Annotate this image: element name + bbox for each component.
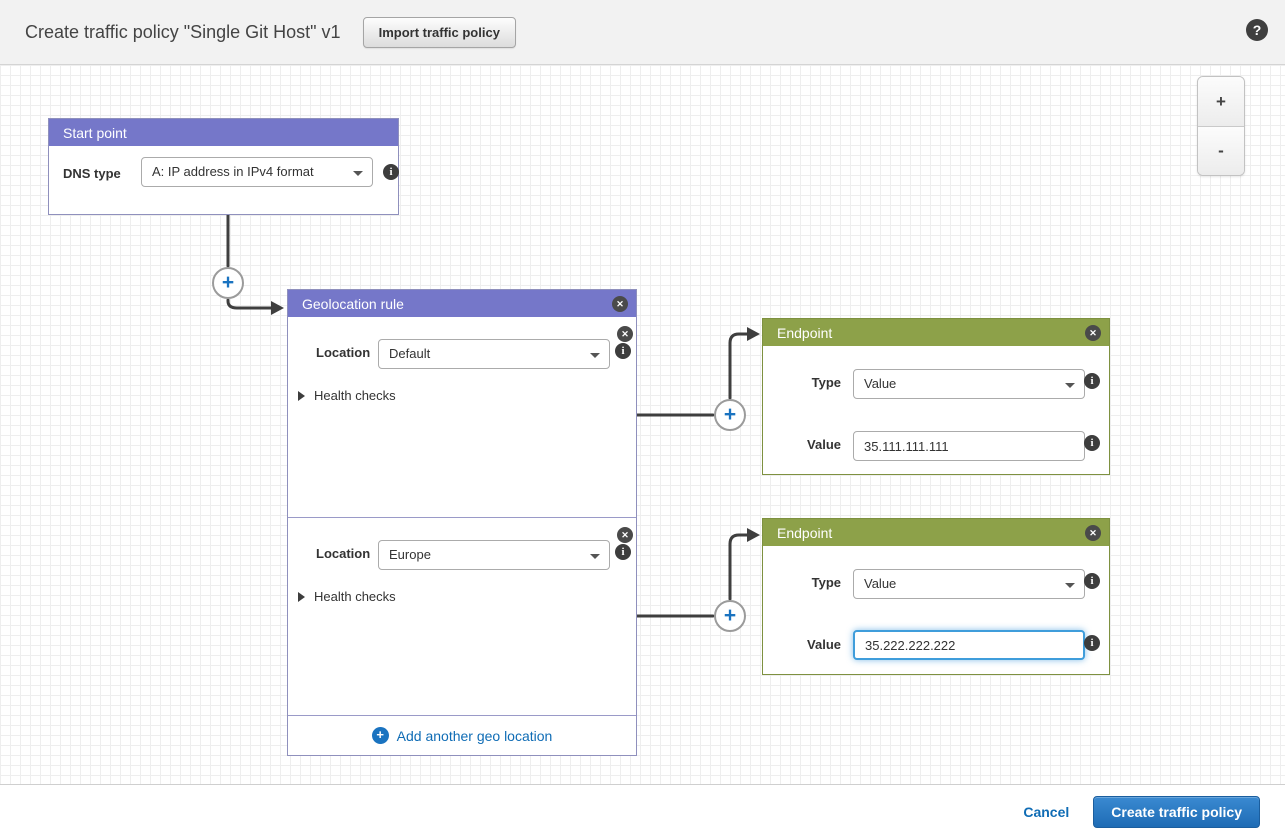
type-selected: Value xyxy=(864,376,897,391)
arrowhead-endpoint1 xyxy=(747,327,760,341)
close-icon[interactable]: ✕ xyxy=(1085,524,1101,541)
endpoint-type-dropdown[interactable]: Value xyxy=(853,569,1085,599)
page-title: Create traffic policy "Single Git Host" … xyxy=(25,21,341,42)
health-checks-toggle[interactable]: Health checks xyxy=(298,589,396,604)
health-checks-label: Health checks xyxy=(314,388,396,403)
value-info-icon[interactable]: i xyxy=(1084,635,1100,651)
endpoint-value-input[interactable] xyxy=(853,431,1085,461)
import-traffic-policy-button[interactable]: Import traffic policy xyxy=(362,16,516,48)
close-icon[interactable]: ✕ xyxy=(617,527,633,543)
location-info-icon[interactable]: i xyxy=(615,343,631,359)
connector-to-georule xyxy=(226,298,273,310)
start-point-header: Start point xyxy=(49,119,398,146)
type-info-icon[interactable]: i xyxy=(1084,573,1100,589)
connector-to-endpoint2 xyxy=(728,533,749,601)
location-dropdown[interactable]: Default xyxy=(378,339,610,369)
endpoint-box-1: Endpoint ✕ Type Value i Value i xyxy=(762,318,1110,475)
start-point-title: Start point xyxy=(63,124,127,141)
close-icon[interactable]: ✕ xyxy=(617,326,633,342)
location-dropdown[interactable]: Europe xyxy=(378,540,610,570)
endpoint-title: Endpoint xyxy=(777,524,833,541)
policy-canvas: + - Start point DNS type A: IP address i… xyxy=(0,65,1285,785)
chevron-down-icon xyxy=(590,554,600,559)
dns-type-info-icon[interactable]: i xyxy=(383,164,399,180)
location-selected: Default xyxy=(389,346,431,361)
health-checks-toggle[interactable]: Health checks xyxy=(298,388,396,403)
dns-type-label: DNS type xyxy=(63,166,121,181)
endpoint-value-input-focused[interactable] xyxy=(853,630,1085,660)
type-label: Type xyxy=(811,575,841,590)
geolocation-rule-box: Geolocation rule ✕ ✕ Location Default i … xyxy=(287,289,637,756)
chevron-down-icon xyxy=(1065,383,1075,388)
location-selected: Europe xyxy=(389,547,431,562)
close-icon[interactable]: ✕ xyxy=(612,295,628,312)
dns-type-selected: A: IP address in IPv4 format xyxy=(152,164,314,179)
arrowhead-endpoint2 xyxy=(747,528,760,542)
type-label: Type xyxy=(811,375,841,390)
endpoint-box-2: Endpoint ✕ Type Value i Value i xyxy=(762,518,1110,675)
add-rule-plus-node[interactable]: + xyxy=(212,267,244,299)
geolocation-rule-header: Geolocation rule ✕ xyxy=(288,290,636,317)
type-info-icon[interactable]: i xyxy=(1084,373,1100,389)
add-geo-location-label: Add another geo location xyxy=(396,727,553,744)
help-icon[interactable]: ? xyxy=(1246,19,1268,41)
endpoint-header: Endpoint ✕ xyxy=(763,519,1109,546)
canvas-zoom-controls: + - xyxy=(1197,76,1245,176)
chevron-down-icon xyxy=(353,171,363,176)
add-endpoint-plus-node[interactable]: + xyxy=(714,399,746,431)
arrowhead-georule xyxy=(271,301,284,315)
endpoint-type-dropdown[interactable]: Value xyxy=(853,369,1085,399)
geo-section-europe: ✕ Location Europe i Health checks xyxy=(288,517,636,717)
health-checks-label: Health checks xyxy=(314,589,396,604)
close-icon[interactable]: ✕ xyxy=(1085,324,1101,341)
geo-section-default: ✕ Location Default i Health checks xyxy=(288,317,636,517)
add-geo-location-button[interactable]: + Add another geo location xyxy=(288,715,636,755)
dns-type-dropdown[interactable]: A: IP address in IPv4 format xyxy=(141,157,373,187)
type-selected: Value xyxy=(864,576,897,591)
value-label: Value xyxy=(807,637,841,652)
zoom-out-button[interactable]: - xyxy=(1198,126,1244,175)
chevron-down-icon xyxy=(590,353,600,358)
geolocation-rule-title: Geolocation rule xyxy=(302,295,404,312)
value-info-icon[interactable]: i xyxy=(1084,435,1100,451)
connector-to-endpoint1 xyxy=(728,332,749,400)
value-label: Value xyxy=(807,437,841,452)
page-header: Create traffic policy "Single Git Host" … xyxy=(0,0,1285,65)
location-info-icon[interactable]: i xyxy=(615,544,631,560)
start-point-box: Start point DNS type A: IP address in IP… xyxy=(48,118,399,215)
zoom-in-button[interactable]: + xyxy=(1198,77,1244,126)
create-traffic-policy-button[interactable]: Create traffic policy xyxy=(1093,796,1260,828)
location-label: Location xyxy=(316,546,371,561)
expand-triangle-icon xyxy=(298,390,305,401)
location-label: Location xyxy=(316,345,371,360)
chevron-down-icon xyxy=(1065,583,1075,588)
endpoint-header: Endpoint ✕ xyxy=(763,319,1109,346)
action-footer: Cancel Create traffic policy xyxy=(0,786,1285,838)
add-endpoint-plus-node[interactable]: + xyxy=(714,600,746,632)
cancel-link[interactable]: Cancel xyxy=(1023,804,1070,820)
endpoint-title: Endpoint xyxy=(777,324,833,341)
expand-triangle-icon xyxy=(298,591,305,602)
plus-icon: + xyxy=(371,727,389,744)
